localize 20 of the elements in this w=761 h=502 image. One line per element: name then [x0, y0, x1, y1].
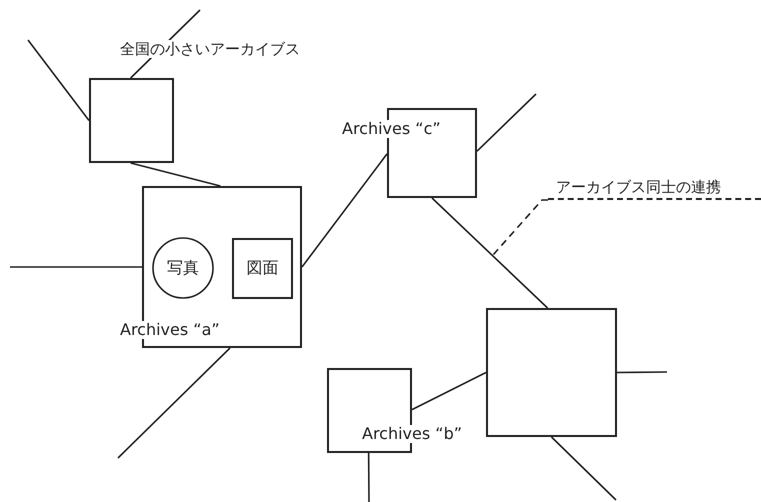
connector-line	[130, 162, 221, 187]
connector-line	[368, 453, 370, 502]
connector-line	[117, 347, 231, 459]
archive-label: Archives “b”	[362, 425, 462, 443]
connector-line	[617, 371, 667, 374]
archive-box	[486, 308, 617, 437]
archive-label: Archives “c”	[342, 120, 441, 138]
connector-line	[412, 372, 486, 410]
archive-box	[89, 78, 174, 163]
connector-line	[550, 436, 617, 501]
connector-line	[10, 266, 142, 268]
connector-line	[301, 153, 388, 268]
photo-circle: 写真	[152, 237, 214, 299]
leader-line	[492, 199, 548, 256]
callout-text: アーカイブス同士の連携	[548, 178, 761, 200]
archive-label: Archives “a”	[120, 321, 220, 339]
connector-line	[476, 93, 537, 152]
connector-line	[431, 197, 548, 309]
drawing-box: 図面	[232, 238, 293, 299]
connector-line	[27, 40, 90, 121]
